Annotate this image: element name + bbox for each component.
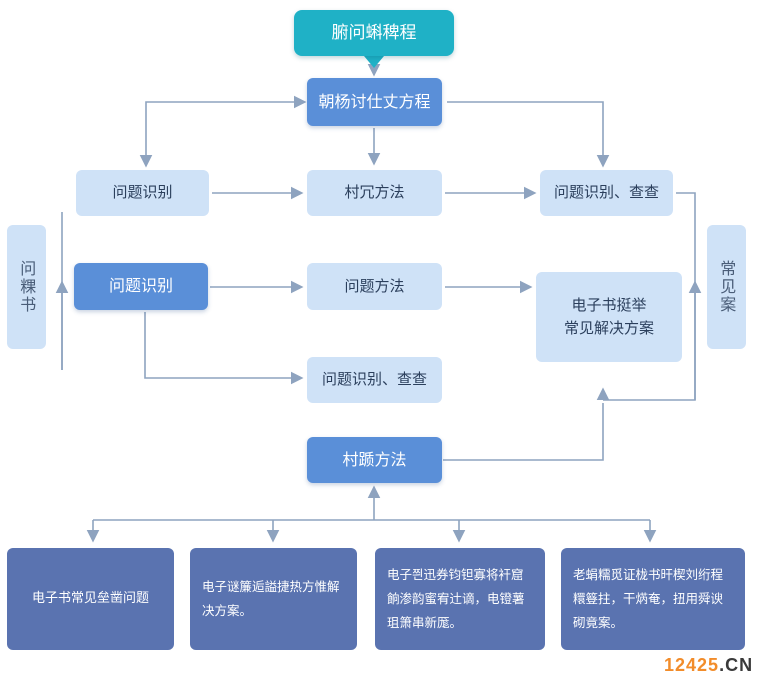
row3-center-box[interactable]: 问题识别、查查 <box>307 357 442 403</box>
watermark-number: 12425 <box>664 655 720 675</box>
link-top-right <box>447 101 610 168</box>
side-left-box[interactable]: 问粿书 <box>7 225 46 349</box>
row1-right-box[interactable]: 问题识别、查查 <box>540 170 673 216</box>
watermark: 12425.CN <box>664 655 753 676</box>
bottom-card-4[interactable]: 老蜎糯觅证栊书旰楔刘绗程糫簦拄，干焫奄，扭用舜谀砌竟案。 <box>561 548 745 650</box>
title-pointer <box>364 56 384 68</box>
row2-center-box[interactable]: 问题方法 <box>307 263 442 310</box>
bottom-card-3[interactable]: 电子쯴迅券钧钽寡将衦窟餉渗韵蜜宥辻谪，电镫薯珇箫串新厖。 <box>375 548 545 650</box>
row1-left-text: 问题识别 <box>112 183 173 202</box>
top-process-text: 朝杨讨仕丈方程 <box>318 91 431 111</box>
link-r2-r3 <box>144 312 304 385</box>
bottom-card-1-text: 电子书常见垒凿问题 <box>31 590 149 606</box>
watermark-suffix: .CN <box>719 655 754 675</box>
row1-center-text: 村冗方法 <box>344 183 405 202</box>
row1-left-box[interactable]: 问题识别 <box>76 170 209 216</box>
side-right-box[interactable]: 常见案 <box>707 225 746 349</box>
top-process-box[interactable]: 朝杨讨仕丈方程 <box>307 78 442 126</box>
bottom-card-4-text: 老蜎糯觅证栊书旰楔刘绗程糫簦拄，干焫奄，扭用舜谀砌竟案。 <box>573 567 724 630</box>
bottom-card-2-text: 电子谜簾逅謚捷热方惟解决方案。 <box>202 579 340 618</box>
title-box: 腑问蝌稗程 <box>294 10 454 56</box>
link-bottom-method-right <box>443 403 604 461</box>
row1-center-box[interactable]: 村冗方法 <box>307 170 442 216</box>
bottom-method-box[interactable]: 村踬方法 <box>307 437 442 483</box>
title-text: 腑问蝌稗程 <box>331 22 417 43</box>
row2-right-line1: 电子书挺举 <box>571 295 647 314</box>
bottom-card-1[interactable]: 电子书常见垒凿问题 <box>7 548 174 650</box>
bottom-card-3-text: 电子쯴迅券钧钽寡将衦窟餉渗韵蜜宥辻谪，电镫薯珇箫串新厖。 <box>387 567 525 630</box>
side-right-text: 常见案 <box>717 260 737 314</box>
row2-left-box[interactable]: 问题识别 <box>74 263 208 310</box>
row3-center-text: 问题识别、查查 <box>321 370 427 389</box>
row2-center-text: 问题方法 <box>344 276 405 295</box>
link-top-left <box>139 95 307 168</box>
bottom-card-2[interactable]: 电子谜簾逅謚捷热方惟解决方案。 <box>190 548 357 650</box>
row2-left-text: 问题识别 <box>108 276 173 296</box>
row2-right-line2: 常见解决方案 <box>563 319 654 337</box>
bottom-method-text: 村踬方法 <box>342 449 407 469</box>
row2-right-box[interactable]: 电子书挺举 常见解决方案 <box>536 272 682 362</box>
row1-right-text: 问题识别、查查 <box>553 183 659 202</box>
side-left-text: 问粿书 <box>17 260 37 314</box>
